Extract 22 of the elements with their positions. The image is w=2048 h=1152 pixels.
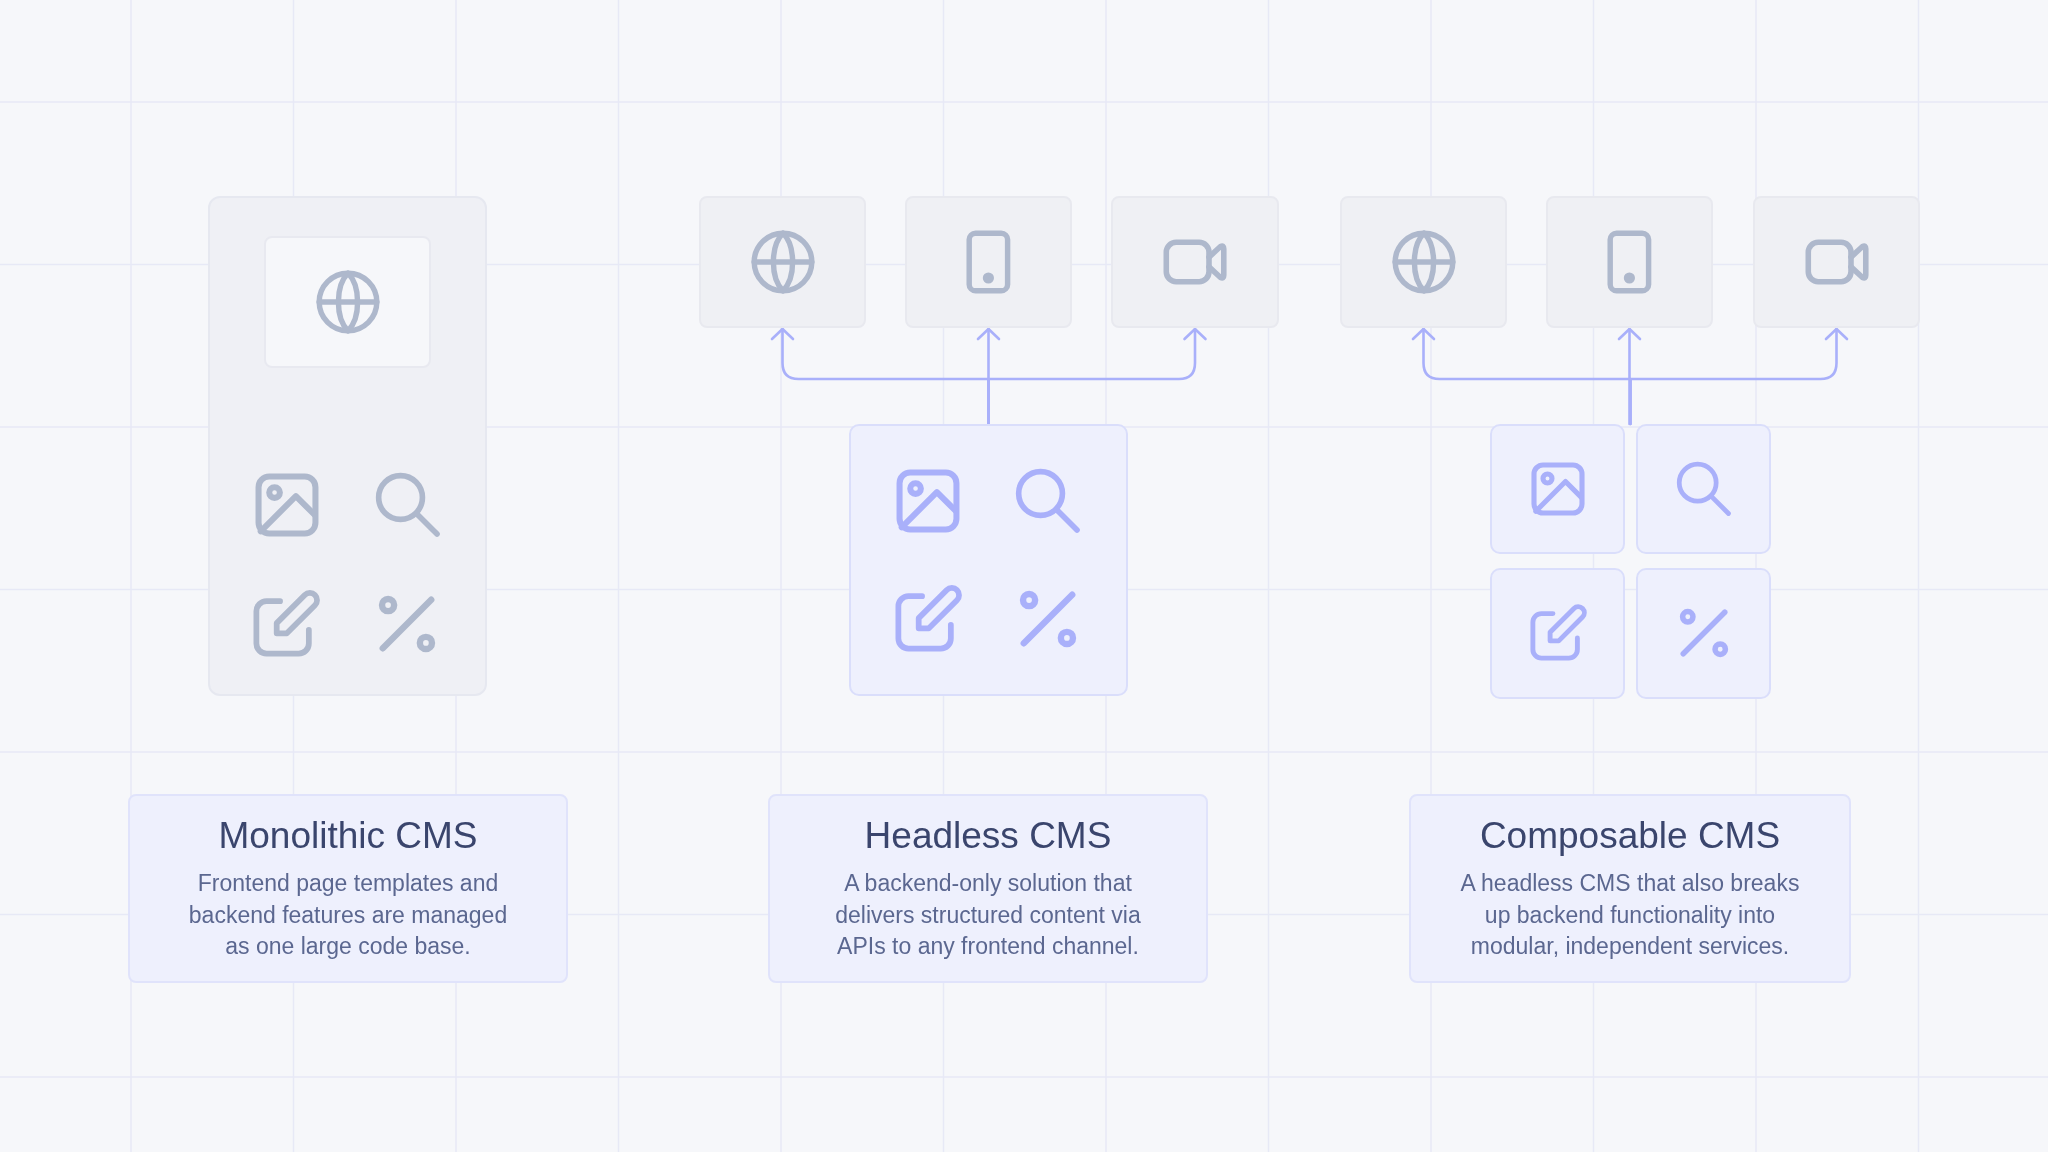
- frontend-tile: [264, 236, 431, 368]
- channel-tile: [1111, 196, 1279, 328]
- card-title: Headless CMS: [863, 814, 1113, 858]
- monolith-panel: [208, 196, 487, 696]
- card-title: Monolithic CMS: [217, 814, 479, 858]
- card-description: Frontend page templates and backend features are managed as one large code base.: [187, 869, 509, 961]
- channel-tile: [1340, 196, 1507, 328]
- service-tile: [1490, 568, 1625, 699]
- service-tile: [1490, 424, 1625, 554]
- channel-tile: [1546, 196, 1713, 328]
- card-description: A headless CMS that also breaks up backend functionality into modular, independent services.: [1459, 869, 1801, 961]
- channel-tile: [905, 196, 1072, 328]
- service-tile: [1636, 568, 1771, 699]
- arrow: [1629, 327, 1849, 426]
- card-description: A backend-only solution that delivers structured content via APIs to any frontend channel.: [834, 869, 1142, 961]
- arrow: [1617, 327, 1642, 426]
- channel-tile: [1753, 196, 1920, 328]
- arrow: [987, 327, 1207, 426]
- content-panel: [849, 424, 1128, 696]
- service-tile: [1636, 424, 1771, 554]
- channel-tile: [699, 196, 866, 328]
- card-title: Composable CMS: [1478, 814, 1782, 858]
